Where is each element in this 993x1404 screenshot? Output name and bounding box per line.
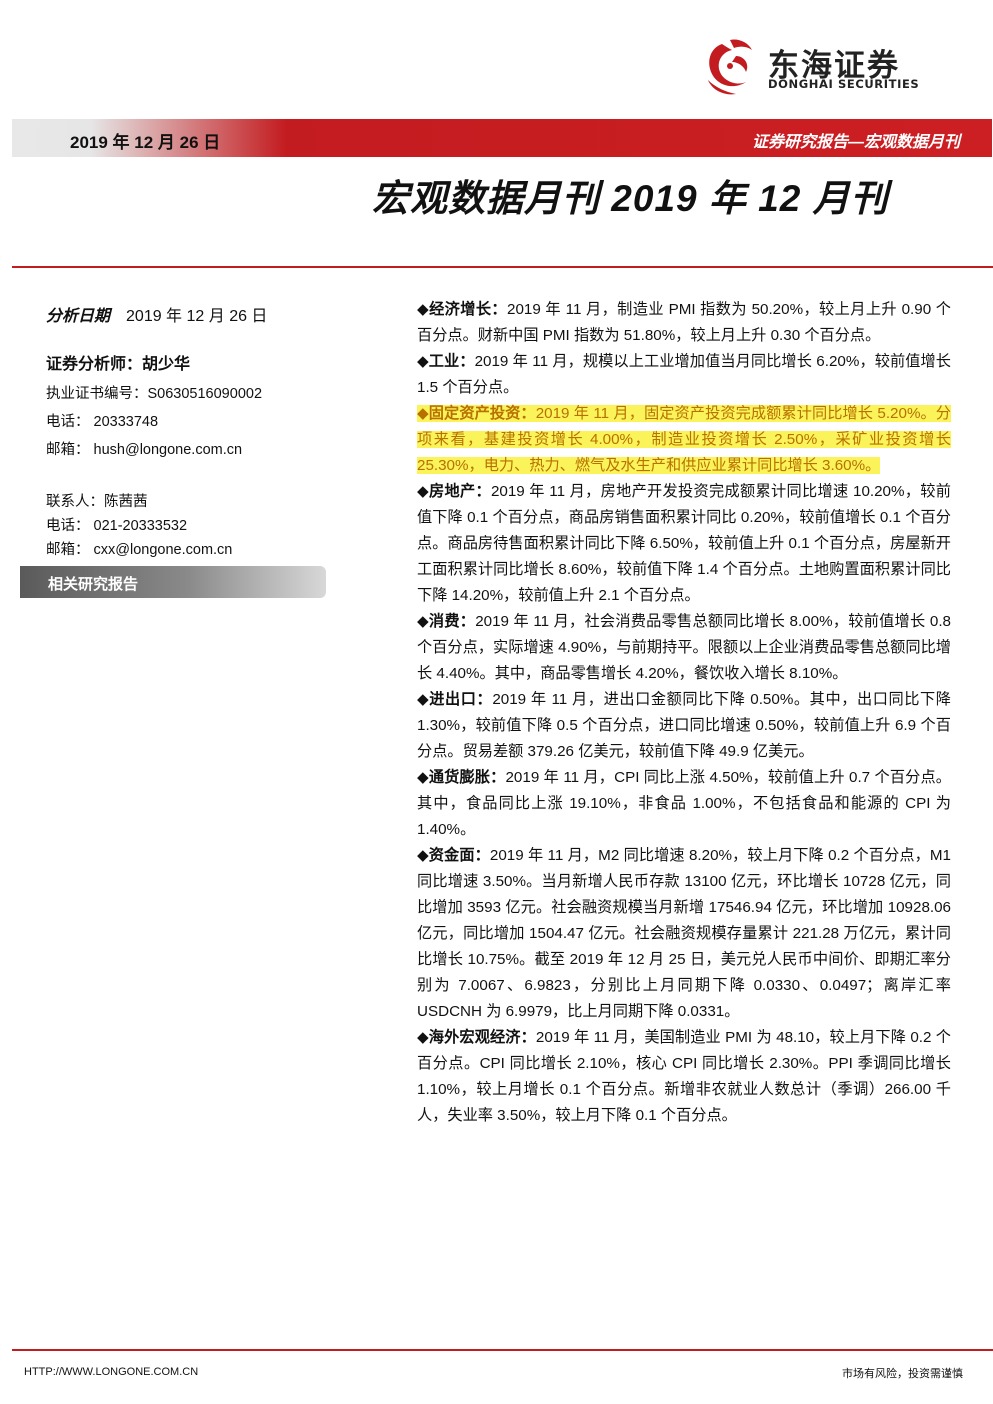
paragraph-heading: ◆通货膨胀： [417,769,506,786]
report-date: 2019 年 12 月 26 日 [70,133,221,152]
header-bar: 2019 年 12 月 26 日 证券研究报告—宏观数据月刊 [12,119,992,157]
paragraph-heading: ◆消费： [417,613,476,630]
analyst-phone: 电话： 20333748 [46,414,159,430]
paragraph-heading: ◆固定资产投资： [417,405,536,422]
paragraph-consumption: ◆消费：2019 年 11 月，社会消费品零售总额同比增长 8.00%，较前值增… [417,609,951,687]
analysis-date-label: 分析日期 [46,308,111,325]
paragraph-heading: ◆经济增长： [417,301,508,318]
paragraph-liquidity: ◆资金面：2019 年 11 月，M2 同比增速 8.20%，较上月下降 0.2… [417,843,951,1025]
dragon-logo-icon [708,39,752,95]
paragraph-text: 2019 年 11 月，制造业 PMI 指数为 50.20%，较上月上升 0.9… [417,301,951,344]
paragraph-text: 2019 年 11 月，M2 同比增速 8.20%，较上月下降 0.2 个百分点… [417,847,951,1020]
analyst-cert: 执业证书编号：S0630516090002 [46,386,263,402]
analyst-name: 证券分析师：胡少华 [46,356,191,373]
contact-email: 邮箱： cxx@longone.com.cn [46,542,233,558]
paragraph-real-estate: ◆房地产：2019 年 11 月，房地产开发投资完成额累计同比增速 10.20%… [417,479,951,609]
analysis-date: 分析日期 2019 年 12 月 26 日 [46,302,267,326]
paragraph-text: 2019 年 11 月，固定资产投资完成额累计同比增长 5.20%。分项来看，基… [417,405,951,474]
paragraph-heading: ◆进出口： [417,691,493,708]
footer-divider [12,1349,993,1351]
related-reports-label: 相关研究报告 [48,576,139,593]
company-logo: 东海证券 DONGHAI SECURITIES [700,36,960,96]
report-title: 宏观数据月刊 2019 年 12 月刊 [372,178,889,219]
paragraph-text: 2019 年 11 月，规模以上工业增加值当月同比增长 6.20%，较前值增长 … [417,353,951,396]
contact-phone: 电话： 021-20333532 [46,518,188,534]
footer-website-link[interactable]: HTTP://WWW.LONGONE.COM.CN [24,1366,199,1378]
paragraph-heading: ◆海外宏观经济： [417,1029,536,1046]
paragraph-fixed-asset-investment: ◆固定资产投资：2019 年 11 月，固定资产投资完成额累计同比增长 5.20… [417,401,951,479]
paragraph-heading: ◆房地产： [417,483,491,500]
paragraph-trade: ◆进出口：2019 年 11 月，进出口金额同比下降 0.50%。其中，出口同比… [417,687,951,765]
report-series: 证券研究报告—宏观数据月刊 [751,134,960,151]
divider [12,266,993,268]
paragraph-inflation: ◆通货膨胀：2019 年 11 月，CPI 同比上涨 4.50%，较前值上升 0… [417,765,951,843]
related-reports-header: 相关研究报告 [20,566,326,598]
logo-english-name: DONGHAI SECURITIES [768,77,920,91]
paragraph-industry: ◆工业：2019 年 11 月，规模以上工业增加值当月同比增长 6.20%，较前… [417,349,951,401]
paragraph-text: 2019 年 11 月，CPI 同比上涨 4.50%，较前值上升 0.7 个百分… [417,769,951,838]
paragraph-text: 2019 年 11 月，房地产开发投资完成额累计同比增速 10.20%，较前值下… [417,483,951,604]
paragraph-overseas-macro: ◆海外宏观经济：2019 年 11 月，美国制造业 PMI 为 48.10，较上… [417,1025,951,1129]
paragraph-text: 2019 年 11 月，社会消费品零售总额同比增长 8.00%，较前值增长 0.… [417,613,951,682]
analyst-email: 邮箱： hush@longone.com.cn [46,442,243,458]
summary-body: ◆经济增长：2019 年 11 月，制造业 PMI 指数为 50.20%，较上月… [417,297,951,1129]
logo-chinese-name: 东海证券 [768,48,900,84]
paragraph-heading: ◆资金面： [417,847,490,864]
analysis-date-value: 2019 年 12 月 26 日 [126,308,268,325]
paragraph-heading: ◆工业： [417,353,475,370]
footer-risk-notice: 市场有风险，投资需谨慎 [842,1368,963,1380]
paragraph-text: 2019 年 11 月，美国制造业 PMI 为 48.10，较上月下降 0.2 … [417,1029,951,1124]
paragraph-economic-growth: ◆经济增长：2019 年 11 月，制造业 PMI 指数为 50.20%，较上月… [417,297,951,349]
contact-name: 联系人：陈茜茜 [46,494,148,510]
paragraph-text: 2019 年 11 月，进出口金额同比下降 0.50%。其中，出口同比下降 1.… [417,691,951,760]
